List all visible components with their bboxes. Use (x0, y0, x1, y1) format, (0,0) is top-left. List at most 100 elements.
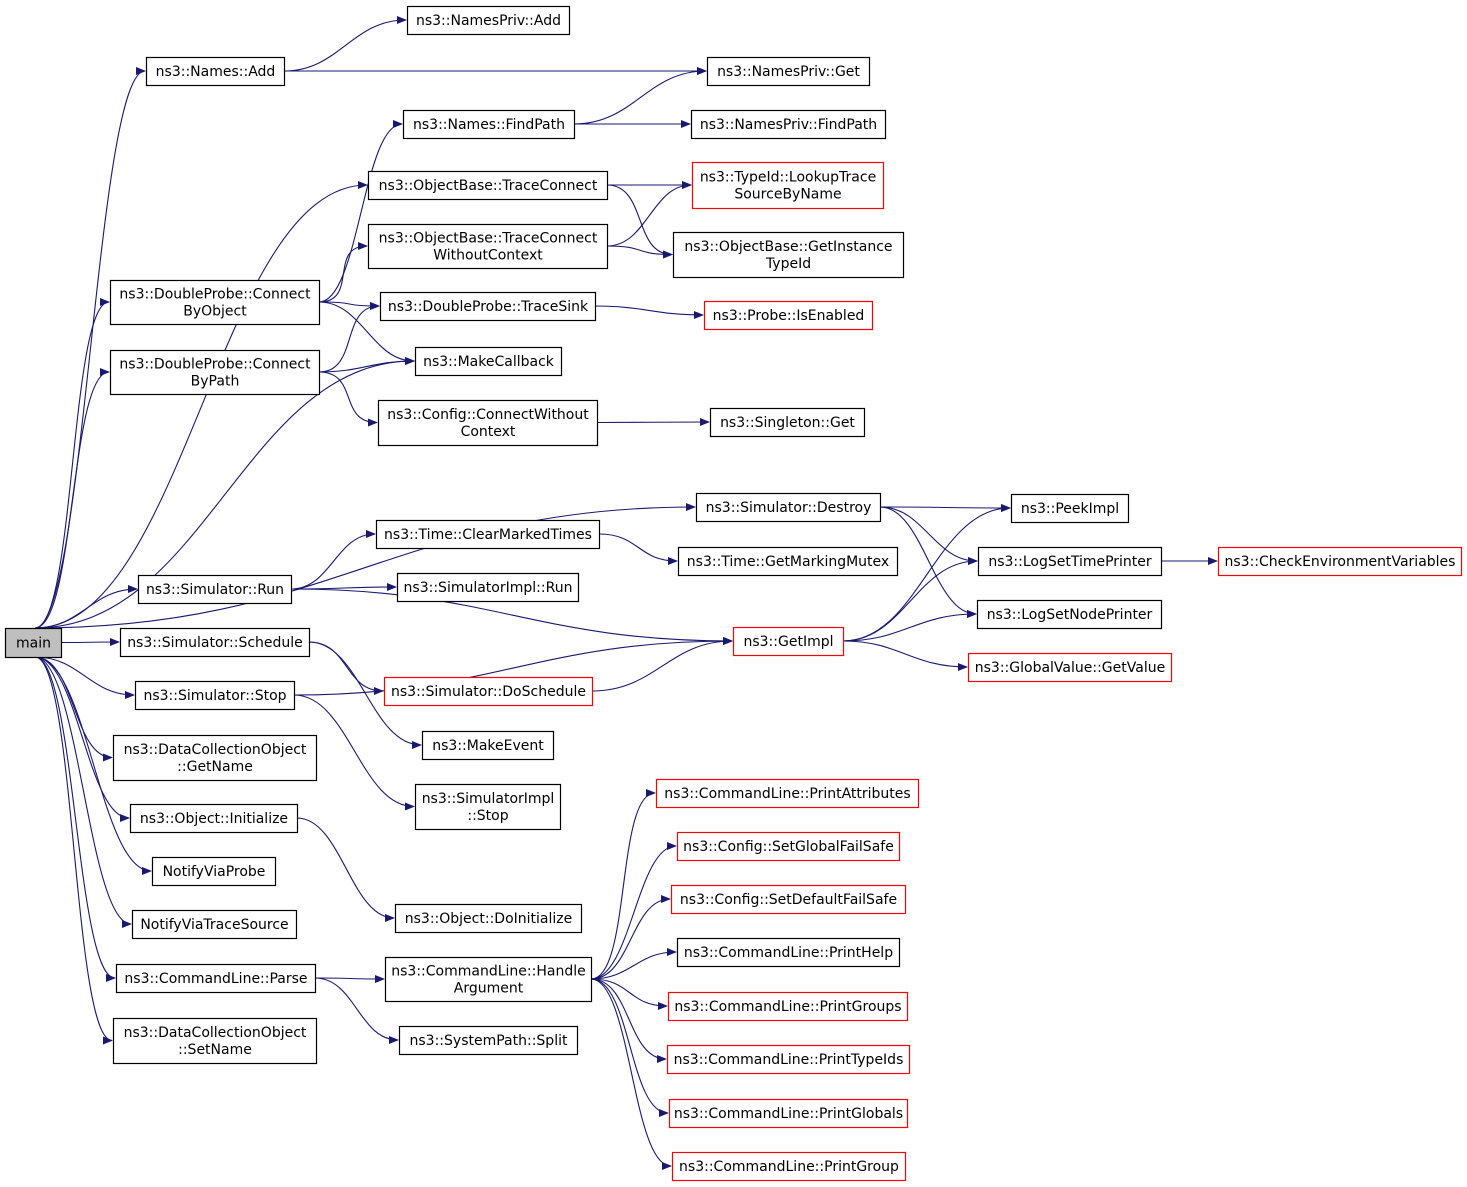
edge-doubleprobe-connectbypath-to-config-connectwithoutcontext (318, 371, 378, 427)
node-box (421, 730, 555, 761)
node-simulator-destroy[interactable]: ns3::Simulator::Destroy (695, 492, 882, 523)
node-simulator-run[interactable]: ns3::Simulator::Run (137, 574, 293, 605)
node-simulatorimpl-run[interactable]: ns3::SimulatorImpl::Run (396, 572, 580, 603)
edge-doubleprobe-tracesink-to-probe-isenabled (594, 305, 704, 319)
node-label: ByPath (191, 374, 240, 390)
node-label: ns3::Config::SetGlobalFailSafe (683, 839, 894, 855)
node-label: ns3::Simulator::Run (146, 582, 284, 598)
edge-main-to-simulator-destroy (34, 503, 696, 629)
node-box (676, 937, 901, 968)
node-label: ns3::ObjectBase::GetInstance (684, 239, 892, 255)
edge-main-to-objectbase-traceconnect (34, 181, 368, 629)
node-time-getmarkingmutex[interactable]: ns3::Time::GetMarkingMutex (677, 546, 899, 577)
node-label: ns3::ObjectBase::TraceConnect (379, 178, 598, 194)
node-box (677, 546, 899, 577)
node-label: ns3::DoubleProbe::Connect (119, 357, 311, 373)
node-commandline-printgroup[interactable]: ns3::CommandLine::PrintGroup (671, 1151, 907, 1182)
node-label: ns3::SystemPath::Split (410, 1033, 568, 1049)
node-object-initialize[interactable]: ns3::Object::Initialize (129, 803, 299, 834)
node-label: ns3::Time::ClearMarkedTimes (384, 527, 592, 543)
node-box (109, 279, 321, 326)
node-singleton-get[interactable]: ns3::Singleton::Get (709, 407, 866, 438)
node-checkenvironmentvariables[interactable]: ns3::CheckEnvironmentVariables (1217, 546, 1463, 577)
node-label: ns3::Simulator::Stop (143, 688, 286, 704)
edge-main-to-doubleprobe-connectbypath (34, 368, 110, 629)
node-box (151, 856, 277, 887)
edge-object-initialize-to-object-doinitialize (296, 817, 395, 922)
node-box (145, 56, 286, 87)
node-label: ns3::ObjectBase::TraceConnect (379, 231, 598, 247)
node-label: ns3::SimulatorImpl (422, 791, 555, 807)
node-box (1010, 493, 1130, 524)
node-commandline-printhelp[interactable]: ns3::CommandLine::PrintHelp (676, 937, 901, 968)
node-getimpl[interactable]: ns3::GetImpl (732, 626, 845, 657)
node-globalvalue-getvalue[interactable]: ns3::GlobalValue::GetValue (967, 652, 1173, 683)
edge-getimpl-to-logsettimeprinter (842, 557, 978, 642)
node-datacollectionobject-getname[interactable]: ns3::DataCollectionObject::GetName (112, 734, 318, 782)
node-makeevent[interactable]: ns3::MakeEvent (421, 730, 555, 761)
edge-time-clearmarkedtimes-to-time-getmarkingmutex (598, 533, 678, 565)
node-object-doinitialize[interactable]: ns3::Object::DoInitialize (394, 903, 583, 934)
node-main[interactable]: main (4, 627, 63, 659)
node-probe-isenabled[interactable]: ns3::Probe::IsEnabled (703, 300, 874, 331)
node-label: ns3::DoubleProbe::Connect (119, 287, 311, 303)
node-box (406, 5, 571, 36)
node-makecallback[interactable]: ns3::MakeCallback (414, 346, 563, 377)
node-namespriv-findpath[interactable]: ns3::NamesPriv::FindPath (690, 109, 887, 140)
edge-commandline-handleargument-to-commandline-printgroups (590, 978, 668, 1010)
node-simulatorimpl-stop[interactable]: ns3::SimulatorImpl::Stop (414, 783, 562, 831)
node-box (377, 399, 599, 447)
node-label: ns3::Simulator::DoSchedule (391, 684, 586, 700)
node-peekimpl[interactable]: ns3::PeekImpl (1010, 493, 1130, 524)
node-label: ns3::Probe::IsEnabled (713, 308, 865, 324)
edge-getimpl-to-globalvalue-getvalue (842, 640, 968, 671)
node-label: ns3::GlobalValue::GetValue (975, 660, 1165, 676)
node-notifyviaprobe[interactable]: NotifyViaProbe (151, 856, 277, 887)
node-namespriv-add[interactable]: ns3::NamesPriv::Add (406, 5, 571, 36)
node-commandline-printgroups[interactable]: ns3::CommandLine::PrintGroups (667, 991, 909, 1022)
node-logsettimeprinter[interactable]: ns3::LogSetTimePrinter (977, 546, 1163, 577)
edge-config-connectwithoutcontext-to-singleton-get (596, 418, 710, 427)
node-label: ns3::TypeId::LookupTrace (700, 170, 876, 186)
node-commandline-parse[interactable]: ns3::CommandLine::Parse (115, 963, 317, 994)
node-box (976, 599, 1163, 630)
node-box (690, 109, 887, 140)
node-box (668, 1098, 909, 1129)
node-config-setglobalfailsafe[interactable]: ns3::Config::SetGlobalFailSafe (676, 831, 901, 862)
edge-simulator-destroy-to-logsetnodeprinter (879, 506, 977, 618)
edge-simulator-schedule-to-makeevent (308, 641, 422, 749)
node-names-findpath[interactable]: ns3::Names::FindPath (402, 109, 576, 140)
node-datacollectionobject-setname[interactable]: ns3::DataCollectionObject::SetName (112, 1017, 318, 1065)
node-simulator-doschedule[interactable]: ns3::Simulator::DoSchedule (383, 676, 594, 707)
node-doubleprobe-tracesink[interactable]: ns3::DoubleProbe::TraceSink (379, 291, 597, 322)
node-time-clearmarkedtimes[interactable]: ns3::Time::ClearMarkedTimes (375, 519, 601, 550)
node-objectbase-traceconnect[interactable]: ns3::ObjectBase::TraceConnect (367, 170, 609, 201)
node-namespriv-get[interactable]: ns3::NamesPriv::Get (706, 56, 871, 87)
node-objectbase-traceconnect-wc[interactable]: ns3::ObjectBase::TraceConnectWithoutCont… (367, 223, 609, 270)
node-simulator-stop[interactable]: ns3::Simulator::Stop (134, 680, 296, 711)
node-box (666, 1044, 911, 1075)
node-label: ns3::SimulatorImpl::Run (404, 580, 573, 596)
edge-commandline-handleargument-to-commandline-printattributes (590, 789, 656, 980)
node-box (4, 627, 63, 659)
node-commandline-printtypeids[interactable]: ns3::CommandLine::PrintTypeIds (666, 1044, 911, 1075)
node-commandline-printglobals[interactable]: ns3::CommandLine::PrintGlobals (668, 1098, 909, 1129)
node-label: ::Stop (467, 808, 508, 824)
node-box (112, 1017, 318, 1065)
node-logsetnodeprinter[interactable]: ns3::LogSetNodePrinter (976, 599, 1163, 630)
node-names-add[interactable]: ns3::Names::Add (145, 56, 286, 87)
node-commandline-printattributes[interactable]: ns3::CommandLine::PrintAttributes (655, 778, 920, 809)
node-notifyviatracesource[interactable]: NotifyViaTraceSource (131, 909, 298, 940)
edge-main-to-notifyviaprobe (34, 656, 152, 875)
node-systempath-split[interactable]: ns3::SystemPath::Split (398, 1025, 579, 1056)
node-config-setdefaultfailsafe[interactable]: ns3::Config::SetDefaultFailSafe (670, 884, 907, 915)
edge-names-findpath-to-namespriv-get (573, 67, 707, 125)
node-simulator-schedule[interactable]: ns3::Simulator::Schedule (119, 627, 311, 658)
